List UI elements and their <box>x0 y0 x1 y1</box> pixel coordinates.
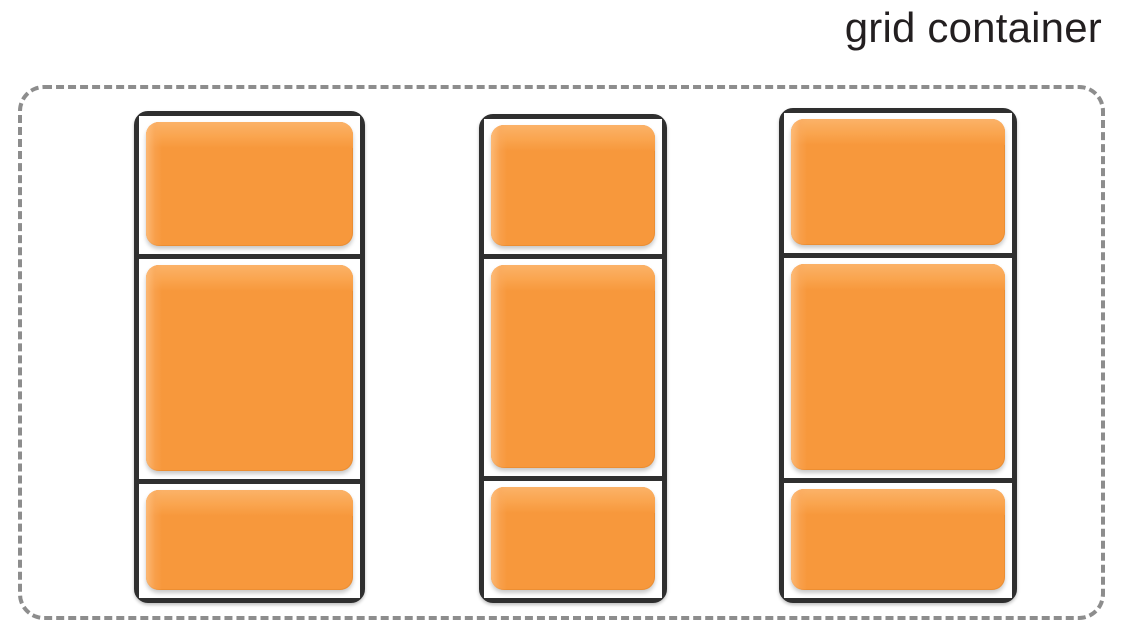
grid-column-2 <box>479 114 667 603</box>
grid-item-1-2 <box>146 265 353 471</box>
grid-cell-1-1 <box>139 116 360 254</box>
grid-column-3 <box>779 108 1017 603</box>
grid-item-2-3 <box>491 487 655 590</box>
grid-item-1-3 <box>146 490 353 590</box>
grid-item-1-1 <box>146 122 353 246</box>
grid-cell-2-3 <box>484 476 662 598</box>
grid-cell-3-2 <box>784 253 1012 478</box>
grid-cell-2-2 <box>484 254 662 476</box>
grid-cell-3-1 <box>784 113 1012 253</box>
grid-cell-1-2 <box>139 254 360 479</box>
grid-column-1 <box>134 111 365 603</box>
grid-item-3-2 <box>791 264 1005 470</box>
grid-cell-1-3 <box>139 479 360 598</box>
grid-item-3-1 <box>791 119 1005 245</box>
grid-cell-3-3 <box>784 478 1012 598</box>
grid-cell-2-1 <box>484 119 662 254</box>
grid-container-outline <box>18 85 1105 620</box>
grid-item-3-3 <box>791 489 1005 590</box>
grid-item-2-1 <box>491 125 655 246</box>
grid-item-2-2 <box>491 265 655 468</box>
grid-container-label: grid container <box>844 4 1102 51</box>
